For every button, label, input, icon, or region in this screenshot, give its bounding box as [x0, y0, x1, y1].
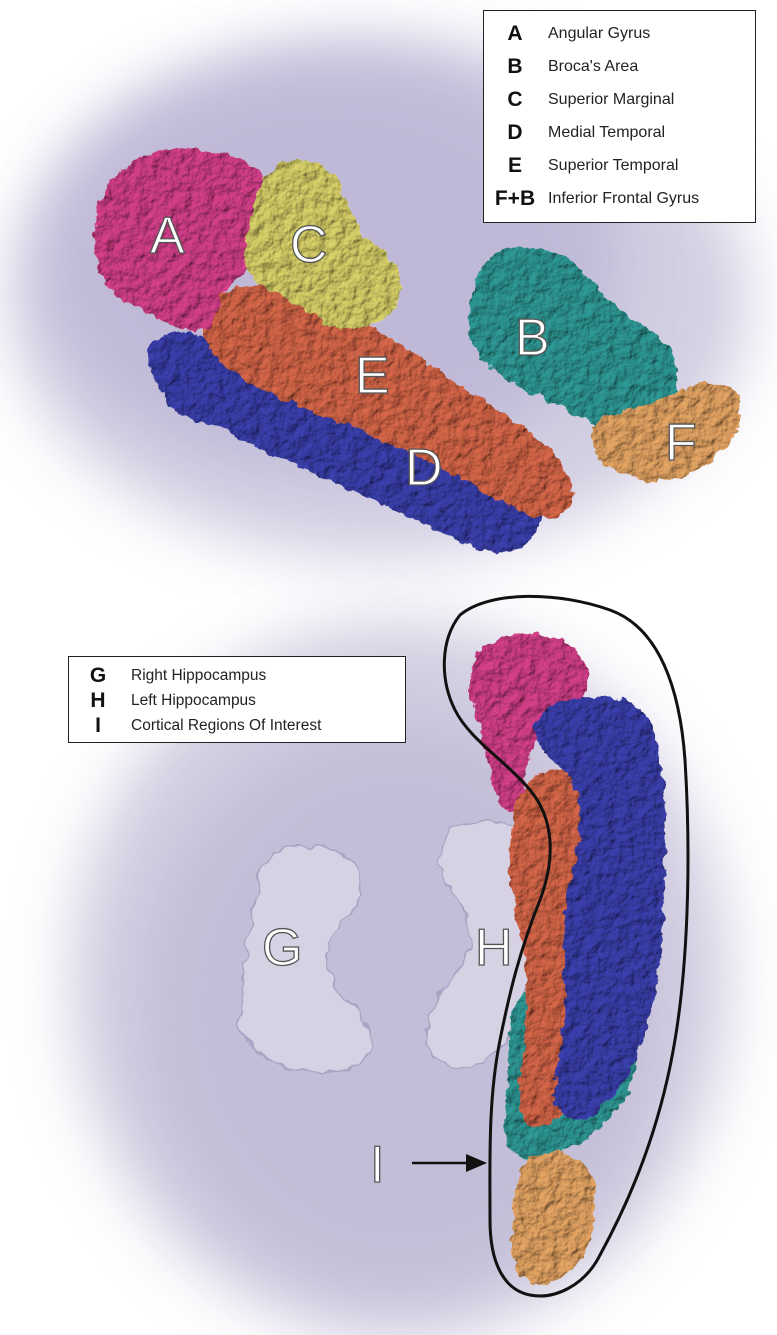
- legend-row-g: G Right Hippocampus: [69, 663, 405, 688]
- legend-key: A: [484, 22, 546, 46]
- legend-row-e: E Superior Temporal: [484, 149, 755, 182]
- region-letter-b: B: [515, 309, 550, 367]
- legend-label: Inferior Frontal Gyrus: [548, 190, 699, 208]
- region-letter-e: E: [355, 347, 390, 405]
- legend-key: C: [484, 88, 546, 112]
- legend-bottom: G Right Hippocampus H Left Hippocampus I…: [68, 656, 406, 743]
- region-letter-d: D: [405, 439, 443, 497]
- legend-row-c: C Superior Marginal: [484, 83, 755, 116]
- legend-key: I: [69, 714, 127, 738]
- legend-row-d: D Medial Temporal: [484, 116, 755, 149]
- region-letter-g: G: [262, 919, 302, 977]
- legend-key: E: [484, 154, 546, 178]
- legend-row-h: H Left Hippocampus: [69, 688, 405, 713]
- region-letter-f: F: [665, 414, 697, 472]
- legend-key: G: [69, 664, 127, 688]
- legend-label: Right Hippocampus: [131, 667, 266, 685]
- legend-label: Superior Temporal: [548, 157, 678, 175]
- legend-key: H: [69, 689, 127, 713]
- legend-row-i: I Cortical Regions Of Interest: [69, 713, 405, 738]
- legend-label: Left Hippocampus: [131, 692, 256, 710]
- legend-key: F+B: [484, 187, 546, 211]
- legend-label: Superior Marginal: [548, 91, 674, 109]
- legend-row-b: B Broca's Area: [484, 50, 755, 83]
- legend-label: Cortical Regions Of Interest: [131, 717, 321, 735]
- region-letter-c: C: [290, 216, 328, 274]
- legend-label: Broca's Area: [548, 58, 638, 76]
- region-letter-i: I: [370, 1136, 384, 1194]
- legend-key: D: [484, 121, 546, 145]
- legend-key: B: [484, 55, 546, 79]
- legend-row-fb: F+B Inferior Frontal Gyrus: [484, 182, 755, 215]
- region-letter-h: H: [475, 919, 513, 977]
- legend-label: Medial Temporal: [548, 124, 665, 142]
- legend-row-a: A Angular Gyrus: [484, 17, 755, 50]
- region-letter-a: A: [150, 207, 185, 265]
- legend-top: A Angular Gyrus B Broca's Area C Superio…: [483, 10, 756, 223]
- legend-label: Angular Gyrus: [548, 25, 650, 43]
